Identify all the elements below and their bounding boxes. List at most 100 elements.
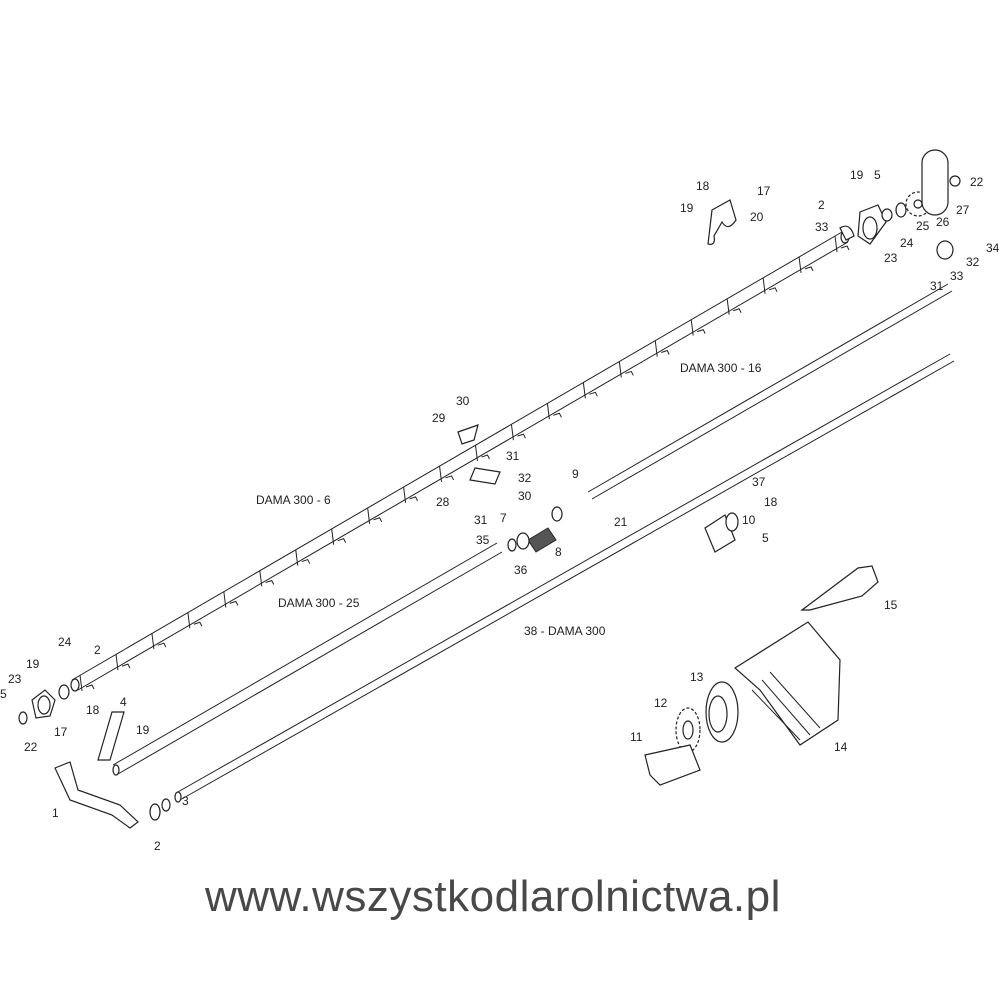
tine — [403, 486, 407, 503]
callout-label: 30 — [518, 489, 532, 503]
tine-clip — [409, 496, 419, 502]
callout-label: 19 — [850, 168, 864, 182]
callout-label: 38 - DAMA 300 — [524, 624, 606, 638]
tine-clip — [768, 287, 778, 293]
callout-label: 25 — [916, 219, 930, 233]
callout-label: 8 — [555, 545, 562, 559]
shaft-38-dama-300 — [174, 353, 955, 803]
callout-label: 5 — [0, 687, 7, 701]
tine-clip — [157, 642, 167, 648]
callout-label: 35 — [476, 533, 490, 547]
callout-label: 12 — [654, 696, 668, 710]
tine — [618, 361, 622, 378]
cover-15 — [800, 565, 879, 611]
callout-label: 10 — [742, 513, 756, 527]
callout-label: 20 — [750, 210, 764, 224]
tine — [510, 424, 514, 441]
tine — [654, 340, 658, 357]
tine-clip — [193, 621, 203, 627]
callout-label: 1 — [52, 806, 59, 820]
tine-clip — [553, 412, 562, 418]
callout-label: 5 — [762, 531, 769, 545]
gearbox-housing-14 — [734, 621, 841, 746]
bearing-assembly-right — [839, 149, 961, 260]
tine — [367, 507, 371, 524]
left-parts — [18, 684, 171, 829]
tine — [582, 382, 586, 399]
tine-clip — [625, 370, 634, 376]
callout-label: 23 — [8, 672, 22, 686]
tine-clip — [589, 391, 598, 397]
sprocket-12 — [675, 707, 701, 753]
callout-label: 18 — [764, 495, 778, 509]
tine — [726, 298, 730, 315]
tine-clip — [517, 433, 526, 439]
tine — [762, 277, 766, 294]
callout-label: 33 — [815, 220, 829, 234]
tine — [115, 654, 119, 671]
tine — [834, 235, 838, 253]
tine-tube — [70, 230, 850, 692]
tine-clip — [840, 245, 850, 251]
callout-label: 23 — [884, 251, 898, 265]
tine — [331, 528, 335, 545]
tine-clip — [481, 454, 490, 460]
callout-label: 33 — [950, 269, 964, 283]
callout-label: 19 — [680, 201, 694, 215]
tine-clip — [804, 266, 814, 272]
callout-label: 37 — [752, 475, 766, 489]
callout-label: 7 — [500, 511, 507, 525]
callout-label: 29 — [432, 411, 446, 425]
sprocket-13 — [705, 681, 739, 743]
tine-clip — [301, 558, 311, 564]
callout-label: 32 — [518, 471, 532, 485]
tine — [798, 256, 802, 273]
callout-label: 5 — [874, 168, 881, 182]
tine — [187, 612, 191, 629]
tine — [295, 549, 299, 566]
tine-clip — [661, 349, 670, 355]
tine — [474, 444, 478, 462]
hook-bracket — [707, 199, 737, 245]
callout-label: 32 — [966, 255, 980, 269]
tine-clip — [121, 663, 131, 669]
callout-label: 11 — [630, 730, 643, 744]
callout-label: 18 — [86, 703, 100, 717]
callout-label: 13 — [690, 670, 704, 684]
callout-label: 34 — [986, 241, 1000, 255]
middle-parts — [457, 424, 739, 553]
callout-label: 19 — [26, 657, 40, 671]
tine — [690, 319, 694, 336]
tine-clip — [732, 308, 742, 313]
callout-label: 36 — [514, 563, 528, 577]
tine-clip — [85, 684, 95, 690]
callout-label: 31 — [506, 449, 520, 463]
callout-label: DAMA 300 - 6 — [256, 493, 331, 507]
callout-label: 2 — [154, 839, 161, 853]
tine-clip — [337, 538, 347, 543]
callout-label: 17 — [54, 725, 68, 739]
callout-label: 30 — [456, 394, 470, 408]
tine-clip — [265, 579, 275, 585]
tine — [546, 403, 550, 420]
shaft-dama-300-16 — [587, 283, 953, 500]
callout-label: 24 — [900, 236, 914, 250]
callout-label: 14 — [834, 740, 848, 754]
tine — [259, 570, 263, 587]
callout-label: 17 — [757, 184, 771, 198]
tine — [151, 633, 155, 650]
tine — [79, 674, 83, 692]
tine — [223, 591, 227, 608]
shaft-dama-300-25 — [112, 542, 503, 776]
callout-label: DAMA 300 - 25 — [278, 596, 360, 610]
callout-label: 22 — [970, 175, 984, 189]
callout-label: 21 — [614, 515, 628, 529]
callout-label: 24 — [58, 635, 72, 649]
tine-clip — [373, 517, 383, 522]
callout-label: 4 — [120, 695, 127, 709]
callout-label: 3 — [182, 794, 189, 808]
tine-clip — [697, 329, 706, 334]
callout-label: DAMA 300 - 16 — [680, 361, 762, 375]
